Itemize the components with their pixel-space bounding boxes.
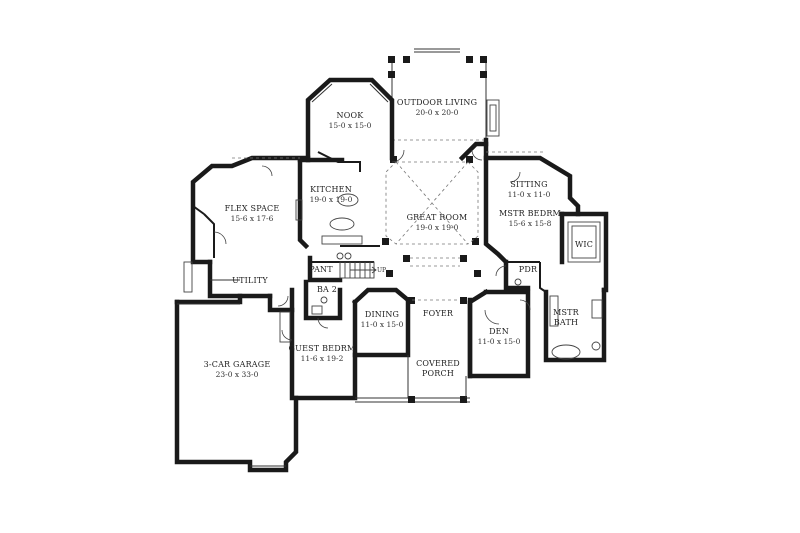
- covered-porch-label: COVERED: [416, 359, 460, 368]
- doors: [213, 149, 531, 341]
- flex-space-dim: 15-6 x 17-6: [231, 214, 274, 223]
- mstr-bedrm-dim: 15-6 x 15-8: [509, 219, 552, 228]
- stairs: UP: [339, 261, 386, 279]
- den-label: DEN: [489, 327, 509, 336]
- stair-up-label: UP: [377, 267, 386, 274]
- outdoor-living-dim: 20-0 x 20-0: [416, 108, 459, 117]
- pant-label: PANT: [309, 265, 333, 274]
- dining-dim: 11-0 x 15-0: [361, 320, 404, 329]
- great-room-ceiling: [232, 151, 546, 301]
- pdr-label: PDR: [519, 265, 538, 274]
- nook-label: NOOK: [337, 111, 365, 120]
- room-labels: OUTDOOR LIVING 20-0 x 20-0 NOOK 15-0 x 1…: [204, 98, 593, 379]
- nook-dim: 15-0 x 15-0: [329, 121, 372, 130]
- covered-porch-area: [355, 355, 470, 403]
- kitchen-dim: 19-0 x 19-0: [310, 195, 353, 204]
- den-dim: 11-0 x 15-0: [478, 337, 521, 346]
- kitchen-label: KITCHEN: [310, 185, 352, 194]
- mstr-bath-label: MSTR: [553, 308, 580, 317]
- garage-label: 3-CAR GARAGE: [204, 360, 271, 369]
- exterior-walls: [174, 137, 609, 473]
- ba2-label: BA 2: [317, 285, 337, 294]
- foyer-label: FOYER: [423, 309, 454, 318]
- great-room-dim: 19-0 x 19-0: [416, 223, 459, 232]
- utility-label: UTILITY: [232, 276, 268, 285]
- bath-fixtures: [311, 221, 603, 360]
- sitting-dim: 11-0 x 11-0: [508, 190, 551, 199]
- guest-bedrm-label: GUEST BEDRM: [289, 344, 356, 353]
- mstr-bedrm-label: MSTR BEDRM: [499, 209, 561, 218]
- wic-label: WIC: [575, 240, 593, 249]
- dining-label: DINING: [365, 310, 399, 319]
- great-room-label: GREAT ROOM: [407, 213, 468, 222]
- nook-walls: [305, 77, 395, 163]
- covered-porch-label-2: PORCH: [422, 369, 454, 378]
- sitting-label: SITTING: [510, 180, 547, 189]
- interior-walls: [192, 151, 547, 321]
- garage-details: [177, 261, 291, 467]
- kitchen-fixtures: [295, 193, 363, 260]
- outdoor-living-label: OUTDOOR LIVING: [397, 98, 477, 107]
- outdoor-living-area: [388, 48, 500, 141]
- mstr-bath-label-2: BATH: [554, 318, 578, 327]
- guest-bedrm-dim: 11-6 x 19-2: [301, 354, 344, 363]
- garage-dim: 23-0 x 33-0: [216, 370, 259, 379]
- flex-space-label: FLEX SPACE: [225, 204, 280, 213]
